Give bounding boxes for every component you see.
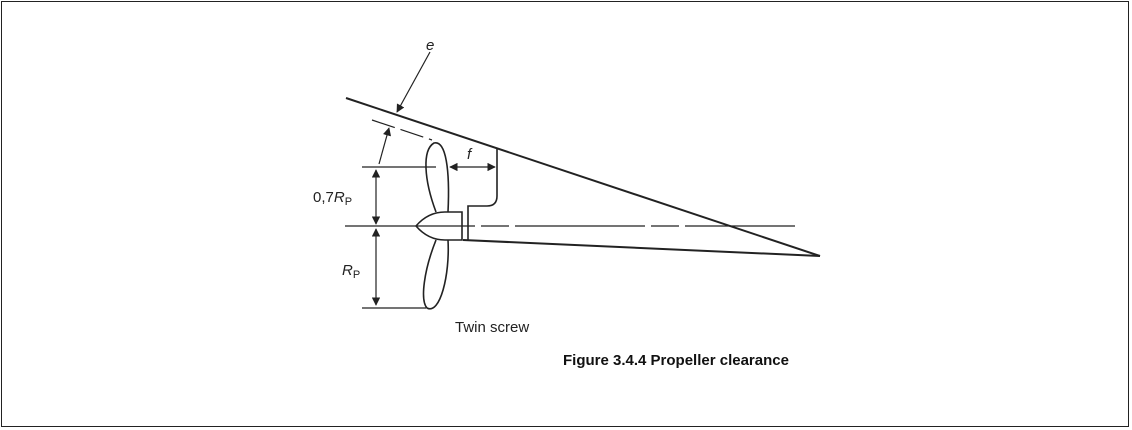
propeller-upper-blade <box>425 142 450 213</box>
sternpost <box>467 148 498 240</box>
hull-lower-line <box>462 239 821 257</box>
clearance-arrow <box>378 127 392 165</box>
label-07rp: 0,7RP <box>313 189 352 208</box>
clearance-line <box>371 119 433 141</box>
figure-caption: Figure 3.4.4 Propeller clearance <box>563 352 789 369</box>
propeller-hub <box>414 211 463 241</box>
label-rp: RP <box>342 262 360 281</box>
propeller-lower-blade <box>422 239 450 310</box>
label-twin-screw: Twin screw <box>455 319 529 336</box>
hull-upper-line <box>345 97 821 257</box>
leader-e <box>396 51 431 113</box>
label-e: e <box>426 37 434 54</box>
label-f: f <box>467 146 473 163</box>
